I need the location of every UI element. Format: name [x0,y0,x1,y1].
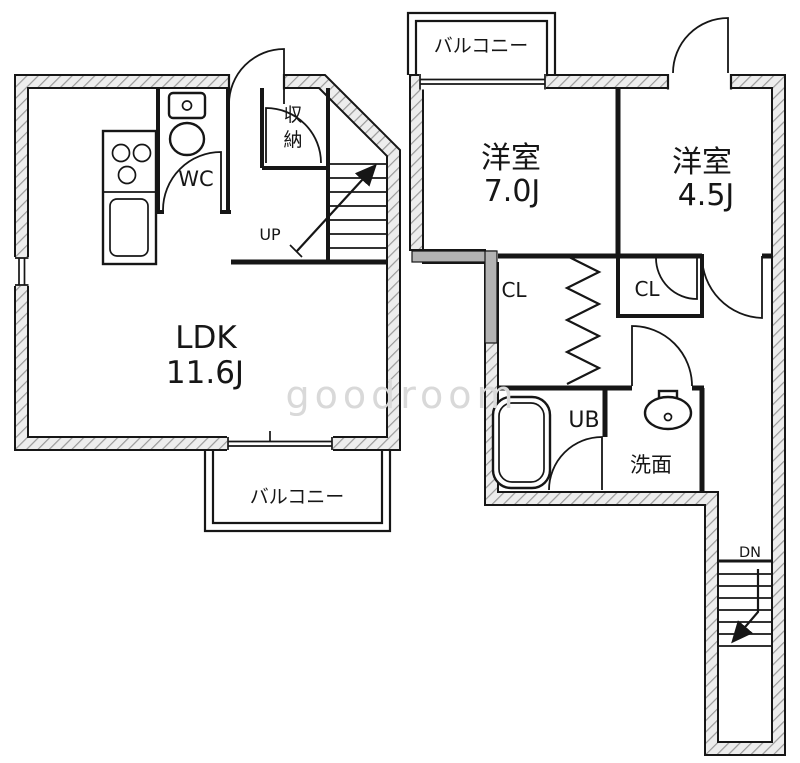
room-label-ldk: LDK [175,320,237,356]
washroom-door-arc [631,325,693,387]
wc-door-arc [162,151,222,211]
stove-burner-icon [117,165,137,185]
gray-wall [484,250,498,344]
room-label-bedroom2: 洋室 [672,145,732,180]
kitchen [101,129,158,266]
toilet-icon [167,91,207,157]
stove-burner-icon [111,143,131,163]
stairs-up-label: UP [259,225,281,244]
balcony-1f: バルコニー [203,450,392,533]
unit-bath: UB [491,395,603,491]
staircase-down: DN [718,545,772,647]
balcony-2f: バルコニー [406,11,557,75]
entrance-door-2f [666,17,733,92]
window-left-1f [13,257,30,286]
room-label-ldk-size: 11.6J [166,355,244,391]
washroom: 洗面 [630,389,693,477]
room-label-bedroom1: 洋室 [481,141,541,176]
gray-wall [411,250,497,263]
bedroom2-door-arc [701,255,763,319]
bathtub-icon [491,395,552,490]
storage-door-arc [265,107,322,164]
storage-closet: 収 納 [260,88,330,262]
watermark: goodroom [285,373,518,417]
entrance-door-1f [227,48,286,105]
room-label-bedroom1-size: 7.0J [484,174,541,209]
wc-label: WC [178,167,213,191]
bifold-door [564,255,602,385]
stove-burner-icon [132,143,152,163]
sink-drain [663,412,673,422]
closet-right-door-arc [655,257,698,300]
washroom-label: 洗面 [630,453,672,477]
closet-right-label: CL [634,277,660,301]
stairs-down-arrow [731,569,760,644]
bathtub-inner [498,402,545,483]
stairs-arrow-tail [289,244,303,258]
window-ldk-balcony [227,431,333,452]
closet-left: CL [501,255,602,385]
balcony-1f-label: バルコニー [250,486,345,508]
balcony-2f-label: バルコニー [434,35,529,57]
kitchen-sink-icon [109,198,149,257]
storage-label-2: 納 [283,129,302,151]
room-label-bedroom2-size: 4.5J [678,178,735,213]
wc-room: WC [155,88,231,214]
storage-label-1: 収 [283,104,302,126]
closet-left-label: CL [501,278,527,302]
staircase-up: UP [231,163,387,265]
window-bedroom1-balcony [419,72,546,90]
closet-right: CL [616,254,704,318]
ub-door-arc [548,436,603,491]
floor-2f: バルコニー CL CL [406,11,786,756]
stairs-up-arrow [296,163,377,252]
exterior-wall-2f [409,74,786,756]
floor-1f: バルコニー WC 収 納 [13,48,401,533]
ub-label: UB [568,408,599,433]
stairs-down-label: DN [739,545,761,561]
